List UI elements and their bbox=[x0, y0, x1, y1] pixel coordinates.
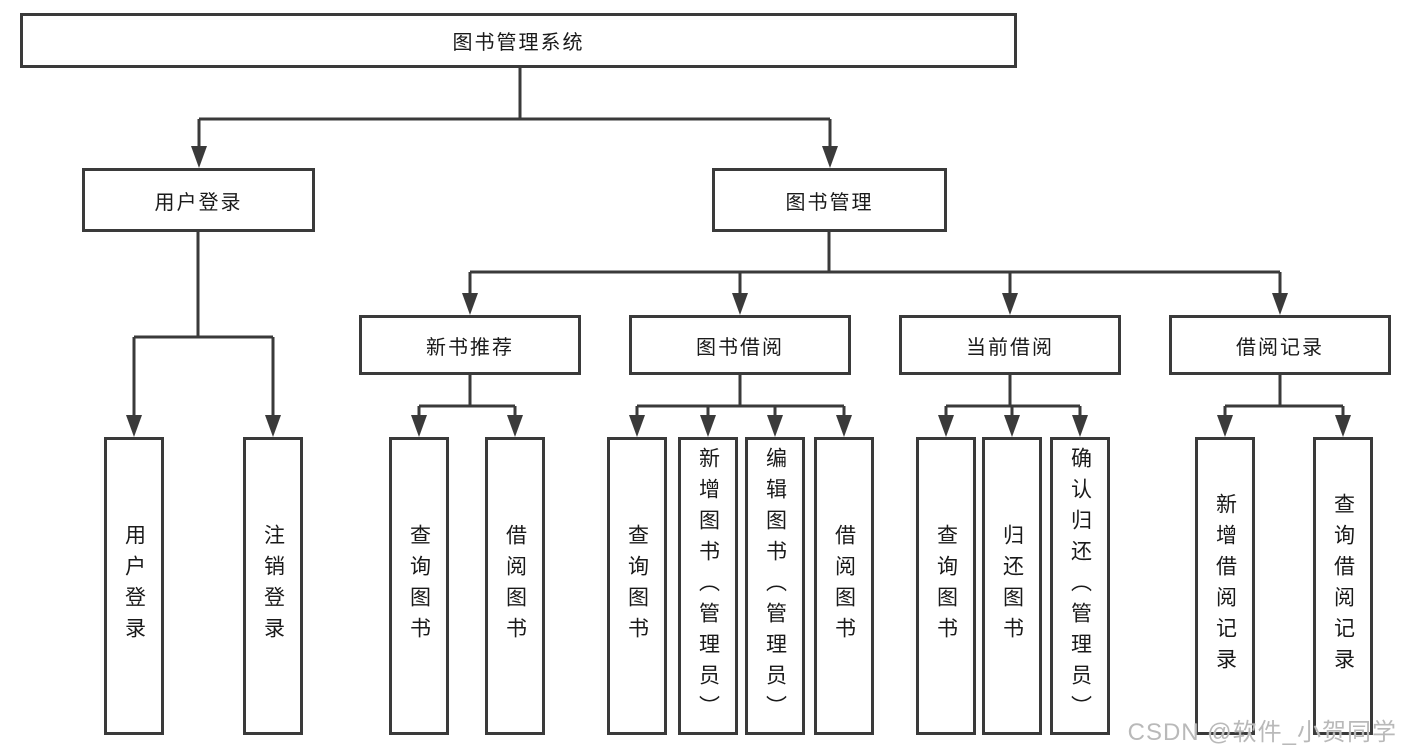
leaf-add-books-admin-label: 新增图书（管理员） bbox=[696, 446, 720, 726]
node-new-book-recommendation-label: 新书推荐 bbox=[426, 336, 514, 359]
leaf-borrow-books-borrowing-label: 借阅图书 bbox=[832, 524, 856, 648]
node-book-borrowing-label: 图书借阅 bbox=[696, 336, 784, 359]
node-current-borrowing: 当前借阅 bbox=[899, 315, 1121, 375]
leaf-confirm-return-admin: 确认归还（管理员） bbox=[1050, 437, 1110, 735]
node-book-borrowing: 图书借阅 bbox=[629, 315, 851, 375]
leaf-edit-books-admin: 编辑图书（管理员） bbox=[745, 437, 805, 735]
leaf-confirm-return-admin-label: 确认归还（管理员） bbox=[1068, 446, 1092, 726]
leaf-user-login: 用户登录 bbox=[104, 437, 164, 735]
leaf-query-books-borrowing-label: 查询图书 bbox=[625, 524, 649, 648]
leaf-query-books-recommend-label: 查询图书 bbox=[407, 524, 431, 648]
leaf-edit-books-admin-label: 编辑图书（管理员） bbox=[763, 446, 787, 726]
node-book-management: 图书管理 bbox=[712, 168, 947, 232]
leaf-user-login-label: 用户登录 bbox=[122, 524, 146, 648]
leaf-query-books-recommend: 查询图书 bbox=[389, 437, 449, 735]
node-book-management-label: 图书管理 bbox=[785, 191, 874, 214]
leaf-query-books-current: 查询图书 bbox=[916, 437, 976, 735]
leaf-return-books: 归还图书 bbox=[982, 437, 1042, 735]
node-root-label: 图书管理系统 bbox=[452, 32, 585, 54]
node-root: 图书管理系统 bbox=[20, 13, 1017, 68]
leaf-query-borrow-record-label: 查询借阅记录 bbox=[1331, 493, 1355, 679]
leaf-logout-label: 注销登录 bbox=[261, 524, 285, 648]
leaf-query-books-borrowing: 查询图书 bbox=[607, 437, 667, 735]
node-user-login-label: 用户登录 bbox=[154, 191, 243, 214]
leaf-borrow-books-recommend: 借阅图书 bbox=[485, 437, 545, 735]
leaf-add-books-admin: 新增图书（管理员） bbox=[678, 437, 738, 735]
leaf-logout: 注销登录 bbox=[243, 437, 303, 735]
leaf-add-borrow-record-label: 新增借阅记录 bbox=[1213, 493, 1237, 679]
node-borrowing-records-label: 借阅记录 bbox=[1236, 336, 1324, 359]
leaf-query-books-current-label: 查询图书 bbox=[934, 524, 958, 648]
leaf-add-borrow-record: 新增借阅记录 bbox=[1195, 437, 1255, 735]
node-new-book-recommendation: 新书推荐 bbox=[359, 315, 581, 375]
leaf-borrow-books-borrowing: 借阅图书 bbox=[814, 437, 874, 735]
watermark: CSDN @软件_小贺同学 bbox=[1127, 719, 1397, 746]
leaf-return-books-label: 归还图书 bbox=[1000, 524, 1024, 648]
node-borrowing-records: 借阅记录 bbox=[1169, 315, 1391, 375]
node-current-borrowing-label: 当前借阅 bbox=[966, 336, 1054, 359]
node-user-login: 用户登录 bbox=[82, 168, 315, 232]
leaf-query-borrow-record: 查询借阅记录 bbox=[1313, 437, 1373, 735]
leaf-borrow-books-recommend-label: 借阅图书 bbox=[503, 524, 527, 648]
